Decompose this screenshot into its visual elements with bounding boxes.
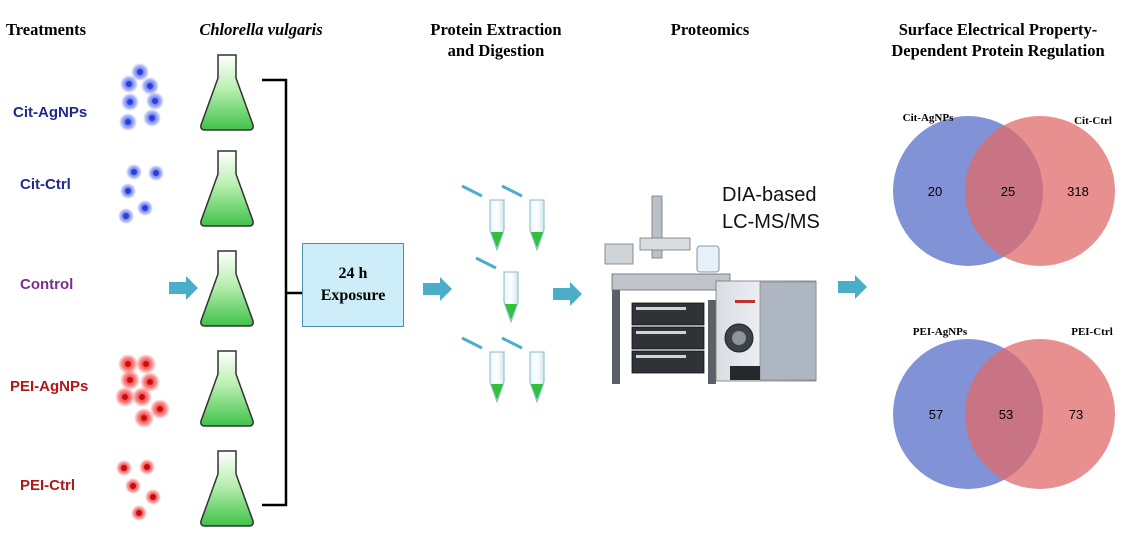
instrument-label-line1: DIA-based	[722, 184, 817, 206]
arrow-extraction-to-proteomics	[553, 282, 582, 306]
exposure-box: 24 h Exposure	[302, 243, 404, 327]
header-proteomics: Proteomics	[670, 20, 750, 39]
venn-cit-left-label: Cit-AgNPs	[903, 112, 954, 124]
pei-ctrl-particles	[116, 459, 161, 521]
header-extraction-line2: and Digestion	[447, 41, 545, 60]
venn-pei-left-only: 57	[929, 407, 943, 422]
venn-pei-right-label: PEI-Ctrl	[1071, 326, 1113, 338]
flask-cit-agnps	[200, 54, 254, 131]
cit-ctrl-particles	[118, 164, 164, 224]
arrow-control-to-flask	[169, 276, 198, 300]
digestion-tubes	[461, 184, 545, 404]
exposure-line2: Exposure	[320, 287, 386, 304]
exposure-line1: 24 h	[338, 265, 368, 282]
venn-pei-overlap: 53	[999, 407, 1013, 422]
flask-cit-ctrl	[200, 150, 254, 227]
venn-pei-right-only: 73	[1069, 407, 1083, 422]
header-regulation-line2: Dependent Protein Regulation	[891, 41, 1105, 60]
venn-cit-right-circle	[965, 116, 1115, 266]
header-extraction: Protein Extraction and Digestion	[404, 19, 588, 61]
instrument-label-line2: LC-MS/MS	[722, 211, 820, 233]
treatment-label-control: Control	[20, 276, 74, 293]
arrow-exposure-to-extraction	[423, 277, 452, 301]
venn-cit-right-only: 318	[1067, 184, 1089, 199]
venn-pei-right-circle	[965, 339, 1115, 489]
header-treatments: Treatments	[6, 20, 87, 39]
venn-cit: Cit-AgNPs Cit-Ctrl 20 25 318	[893, 112, 1115, 266]
flask-pei-agnps	[200, 350, 254, 427]
header-regulation-line1: Surface Electrical Property-	[898, 20, 1098, 39]
arrow-proteomics-to-regulation	[838, 275, 867, 299]
venn-cit-right-label: Cit-Ctrl	[1074, 115, 1112, 127]
cit-agnps-particles	[119, 63, 164, 131]
venn-cit-left-only: 20	[928, 184, 942, 199]
header-regulation: Surface Electrical Property- Dependent P…	[860, 19, 1136, 61]
treatment-label-pei-agnps: PEI-AgNPs	[10, 378, 89, 395]
flask-control	[200, 250, 254, 327]
treatment-label-cit-ctrl: Cit-Ctrl	[20, 176, 71, 193]
flask-pei-ctrl	[200, 450, 254, 527]
pei-agnps-particles	[115, 354, 170, 428]
instrument-label: DIA-based LC-MS/MS	[722, 182, 820, 236]
header-extraction-line1: Protein Extraction	[430, 20, 562, 39]
grouping-bracket	[262, 78, 302, 507]
lc-ms-instrument	[604, 195, 817, 384]
treatment-label-cit-agnps: Cit-AgNPs	[13, 104, 88, 121]
venn-cit-overlap: 25	[1001, 184, 1015, 199]
header-organism: Chlorella vulgaris	[199, 20, 323, 39]
venn-pei: PEI-AgNPs PEI-Ctrl 57 53 73	[893, 326, 1115, 489]
treatment-label-pei-ctrl: PEI-Ctrl	[20, 477, 76, 494]
venn-pei-left-label: PEI-AgNPs	[913, 326, 968, 338]
